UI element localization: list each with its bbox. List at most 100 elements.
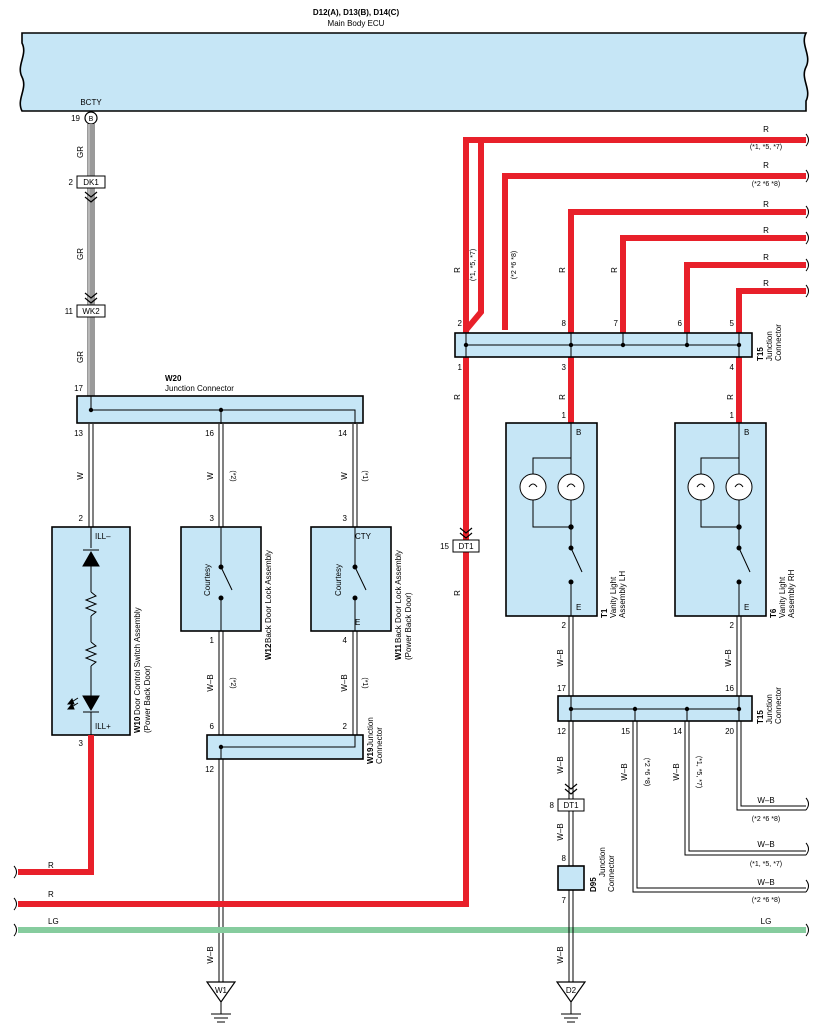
dk1-chevron-icon <box>84 191 98 203</box>
harness-label-lg-left: LG <box>48 917 59 926</box>
d95-name-1: Junction <box>598 847 607 877</box>
w20-pin-16: 16 <box>205 429 214 438</box>
ground-d2-triangle <box>555 981 587 1004</box>
label-wb-v1: W–B <box>620 763 629 780</box>
w19-bus <box>220 735 356 759</box>
w11-pin-bottom: 4 <box>343 636 348 645</box>
ground-w1-triangle <box>205 981 237 1004</box>
w19-pin-12: 12 <box>205 765 214 774</box>
wire-label-w-3: W <box>340 472 349 480</box>
label-r-3: R <box>763 200 769 209</box>
t6-pin-bottom: 2 <box>730 621 735 630</box>
t6-name-2: Assembly RH <box>787 569 796 618</box>
dt1-bottom-label: DT1 <box>563 801 579 810</box>
label-opt-wb-v1: (*2 *6 *8) <box>643 758 650 786</box>
w11-term-top: CTY <box>355 532 372 541</box>
t15-top-pin-1: 1 <box>458 363 463 372</box>
d95-pin-7: 7 <box>562 896 567 905</box>
harness-label-r-2: R <box>48 890 54 899</box>
w12-name: Back Door Lock Assembly <box>264 550 273 643</box>
t1-box <box>505 422 598 617</box>
wire-gr <box>87 124 95 398</box>
t15-bot-pin-20: 20 <box>725 727 734 736</box>
wire-label-wb-1: W–B <box>206 674 215 691</box>
label-opt-v2: (*2 *6 *8) <box>511 251 518 279</box>
wire-label-wb-d2: W–B <box>556 823 565 840</box>
w19-name-2: Connector <box>375 727 384 764</box>
dt1-bottom-connector <box>557 798 585 812</box>
opt-w12: (*2) <box>229 470 236 481</box>
w20-pin-13: 13 <box>74 429 83 438</box>
dt1-bottom-chevron-icon <box>564 783 578 795</box>
label-wb-r3: W–B <box>757 878 774 887</box>
dt1-top-pin: 15 <box>440 542 449 551</box>
opt-w11: (*1) <box>361 470 368 481</box>
harness-label-r-1: R <box>48 861 54 870</box>
w20-name: Junction Connector <box>165 384 234 393</box>
d95-name-2: Connector <box>607 855 616 892</box>
ground-w1-icon <box>211 1002 231 1023</box>
wk2-pin: 11 <box>65 307 74 316</box>
ecu-terminal-name: BCTY <box>80 98 102 107</box>
break-marks-right <box>805 133 809 937</box>
wk2-label: WK2 <box>82 307 100 316</box>
w11-switch <box>352 527 367 631</box>
w12-code: W12 <box>264 643 273 660</box>
w11-switch-label: Courtesy <box>334 564 343 596</box>
d95-code: D95 <box>589 877 598 892</box>
wire-wb-w11 <box>352 631 358 735</box>
w19-name-1: Junction <box>366 717 375 747</box>
label-wb-r1: W–B <box>757 796 774 805</box>
dk1-label: DK1 <box>83 178 99 187</box>
wire-label-wb-t6: W–B <box>724 649 733 666</box>
w19-pin-2: 2 <box>343 722 348 731</box>
w10-pin-top: 2 <box>79 514 84 523</box>
ecu-box <box>19 32 809 112</box>
label-r-1: R <box>763 125 769 134</box>
label-r-v4: R <box>453 394 462 400</box>
wire-label-gr-1: GR <box>76 146 85 158</box>
w19-code: W19 <box>366 747 375 764</box>
wire-label-wb-3: W–B <box>206 946 215 963</box>
dt1-top-chevron-icon <box>459 527 473 539</box>
ecu-pin-number: 19 <box>71 114 80 123</box>
t15-top-name-1: Junction <box>765 331 774 361</box>
wire-wb-w12 <box>218 631 224 735</box>
w10-name-1: Door Control Switch Assembly <box>133 607 142 715</box>
label-opt-wb-r1: (*2 *6 *8) <box>752 816 780 823</box>
label-r-2: R <box>763 161 769 170</box>
label-wb-v2: W–B <box>672 763 681 780</box>
label-opt-wb-r2: (*1, *5, *7) <box>750 861 782 868</box>
w20-code: W20 <box>165 374 182 383</box>
w12-switch <box>218 527 233 631</box>
harness-label-lg-right: LG <box>761 917 772 926</box>
w11-pin-top: 3 <box>343 514 348 523</box>
wire-r-branches <box>463 140 806 423</box>
w10-code: W10 <box>133 716 142 733</box>
wire-w-w11 <box>352 424 358 527</box>
w19-pin-6: 6 <box>210 722 215 731</box>
w20-bus <box>91 409 356 424</box>
t15-top-pin-8: 8 <box>562 319 567 328</box>
wire-label-w-2: W <box>206 472 215 480</box>
t1-term-top: B <box>576 428 581 437</box>
t15-top-pin-3: 3 <box>562 363 567 372</box>
t6-internal <box>687 423 753 616</box>
ecu-code: D12(A), D13(B), D14(C) <box>313 8 400 17</box>
t15-top-pin-2: 2 <box>458 319 463 328</box>
wire-label-wb-t1: W–B <box>556 649 565 666</box>
wire-label-wb-2: W–B <box>340 674 349 691</box>
ground-d2-icon <box>561 1002 581 1023</box>
w12-switch-label: Courtesy <box>203 564 212 596</box>
label-r-v1: R <box>453 267 462 273</box>
opt-wb-w11: (*1) <box>361 677 368 688</box>
label-opt-v1: (*1, *5, *7) <box>470 249 477 281</box>
ecu-pin-letter: B <box>89 116 94 123</box>
t15-top-code: T15 <box>756 347 765 361</box>
t15-bot-pin-17: 17 <box>557 684 566 693</box>
w12-pin-top: 3 <box>210 514 215 523</box>
label-r-6: R <box>763 279 769 288</box>
w20-pin-14: 14 <box>338 429 347 438</box>
